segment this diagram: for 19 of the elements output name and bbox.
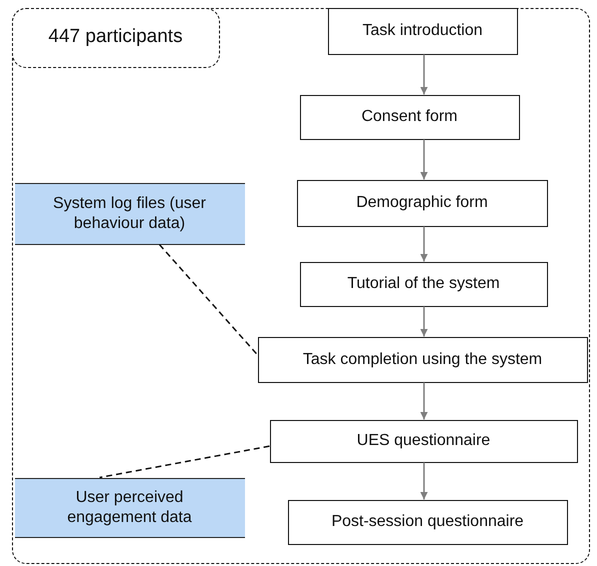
process-box: Consent form (300, 94, 520, 140)
data-store-box: System log files (user behaviour data) (14, 182, 244, 244)
arrow (420, 54, 428, 94)
process-box: Task completion using the system (258, 336, 588, 382)
process-box: Demographic form (296, 180, 548, 226)
arrow (420, 140, 428, 180)
participant-group (12, 8, 590, 564)
process-box: UES questionnaire (270, 420, 578, 462)
arrow (420, 226, 428, 262)
process-box: Post-session questionnaire (288, 500, 568, 544)
process-box: Task introduction (328, 8, 518, 54)
dashed-connector (99, 445, 270, 478)
arrow (420, 306, 428, 336)
data-store-box: User perceived engagement data (14, 478, 244, 538)
process-box: Tutorial of the system (300, 262, 548, 306)
arrow (420, 382, 428, 420)
group-heading: 447 participants (12, 8, 220, 68)
arrow (420, 462, 428, 500)
dashed-connector (158, 244, 258, 356)
